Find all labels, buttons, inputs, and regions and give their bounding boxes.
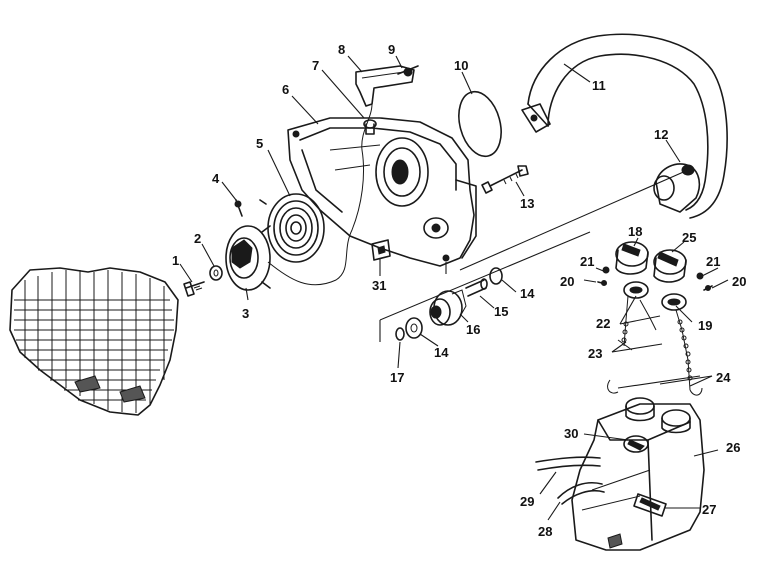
callout-11: 11: [592, 78, 606, 93]
callout-leader-lines: [179, 55, 729, 521]
callout-26: 26: [726, 440, 740, 455]
callout-22: 22: [596, 316, 610, 331]
callout-23: 23: [588, 346, 602, 361]
callout-21-left: 21: [580, 254, 594, 269]
rewind-spring-part-5: [259, 193, 325, 263]
retainer-chain-part-24: [607, 299, 703, 396]
callout-13: 13: [520, 196, 534, 211]
spacer-part-15: [465, 278, 488, 297]
washer-part-14-lower: [405, 317, 423, 339]
fitting-part-27: [633, 493, 667, 517]
callout-7: 7: [312, 58, 319, 73]
callout-14-lower: 14: [434, 345, 449, 360]
callout-17: 17: [390, 370, 404, 385]
callout-4: 4: [212, 171, 220, 186]
front-handle-part-11: [521, 33, 728, 219]
fitting-part-30: [623, 435, 649, 453]
callout-29: 29: [520, 494, 534, 509]
callout-10: 10: [454, 58, 468, 73]
screw-part-20-left: [597, 280, 607, 286]
callout-1: 1: [172, 253, 179, 268]
callout-2: 2: [194, 231, 201, 246]
callout-labels: 1 2 3 4 5 6 7 8 9 10 11 12 13 14 14 15 1…: [172, 42, 746, 539]
callout-12: 12: [654, 127, 668, 142]
callout-20-left: 20: [560, 274, 574, 289]
fuel-tank-part-26: [571, 397, 705, 551]
hose-part-28: [557, 482, 605, 505]
callout-8: 8: [338, 42, 345, 57]
callout-6: 6: [282, 82, 289, 97]
callout-24: 24: [716, 370, 731, 385]
callout-27: 27: [702, 502, 716, 517]
washer-part-14-upper: [489, 267, 503, 285]
washer-part-2: [209, 265, 223, 281]
callout-5: 5: [256, 136, 263, 151]
screw-part-4: [234, 199, 243, 217]
bolt-part-13: [481, 165, 529, 194]
callout-15: 15: [494, 304, 508, 319]
callout-3: 3: [242, 306, 249, 321]
callout-21-right: 21: [706, 254, 720, 269]
callout-19: 19: [698, 318, 712, 333]
callout-16: 16: [466, 322, 480, 337]
hose-part-29: [535, 456, 601, 471]
callout-14-upper: 14: [520, 286, 535, 301]
screw-part-21-left: [602, 266, 610, 274]
grommet-part-7: [363, 119, 377, 135]
callout-9: 9: [388, 42, 395, 57]
cap-part-25: [653, 249, 687, 283]
retainer-chain-part-23: [617, 295, 633, 351]
callout-18: 18: [628, 224, 642, 239]
callout-31: 31: [372, 278, 386, 293]
gasket-part-19: [661, 293, 687, 311]
engine-cylinder-drawing: [9, 267, 179, 416]
washer-part-17: [395, 327, 405, 341]
callout-30: 30: [564, 426, 578, 441]
bushing-part-16: [429, 289, 467, 326]
starter-housing-part-6: [287, 117, 477, 267]
screw-part-1: [183, 281, 205, 297]
assembly-reference-lines: [379, 169, 689, 342]
screw-part-9: [397, 65, 419, 77]
cap-part-18: [615, 241, 649, 275]
starter-rope: [267, 103, 373, 286]
clip-part-31: [371, 239, 391, 261]
gasket-part-22: [623, 281, 649, 299]
callout-20-right: 20: [732, 274, 746, 289]
handle-mount-part-12: [653, 163, 701, 213]
screw-part-20-right: [703, 285, 713, 291]
starter-pulley-part-3: [225, 225, 271, 291]
callout-25: 25: [682, 230, 696, 245]
callout-28: 28: [538, 524, 552, 539]
